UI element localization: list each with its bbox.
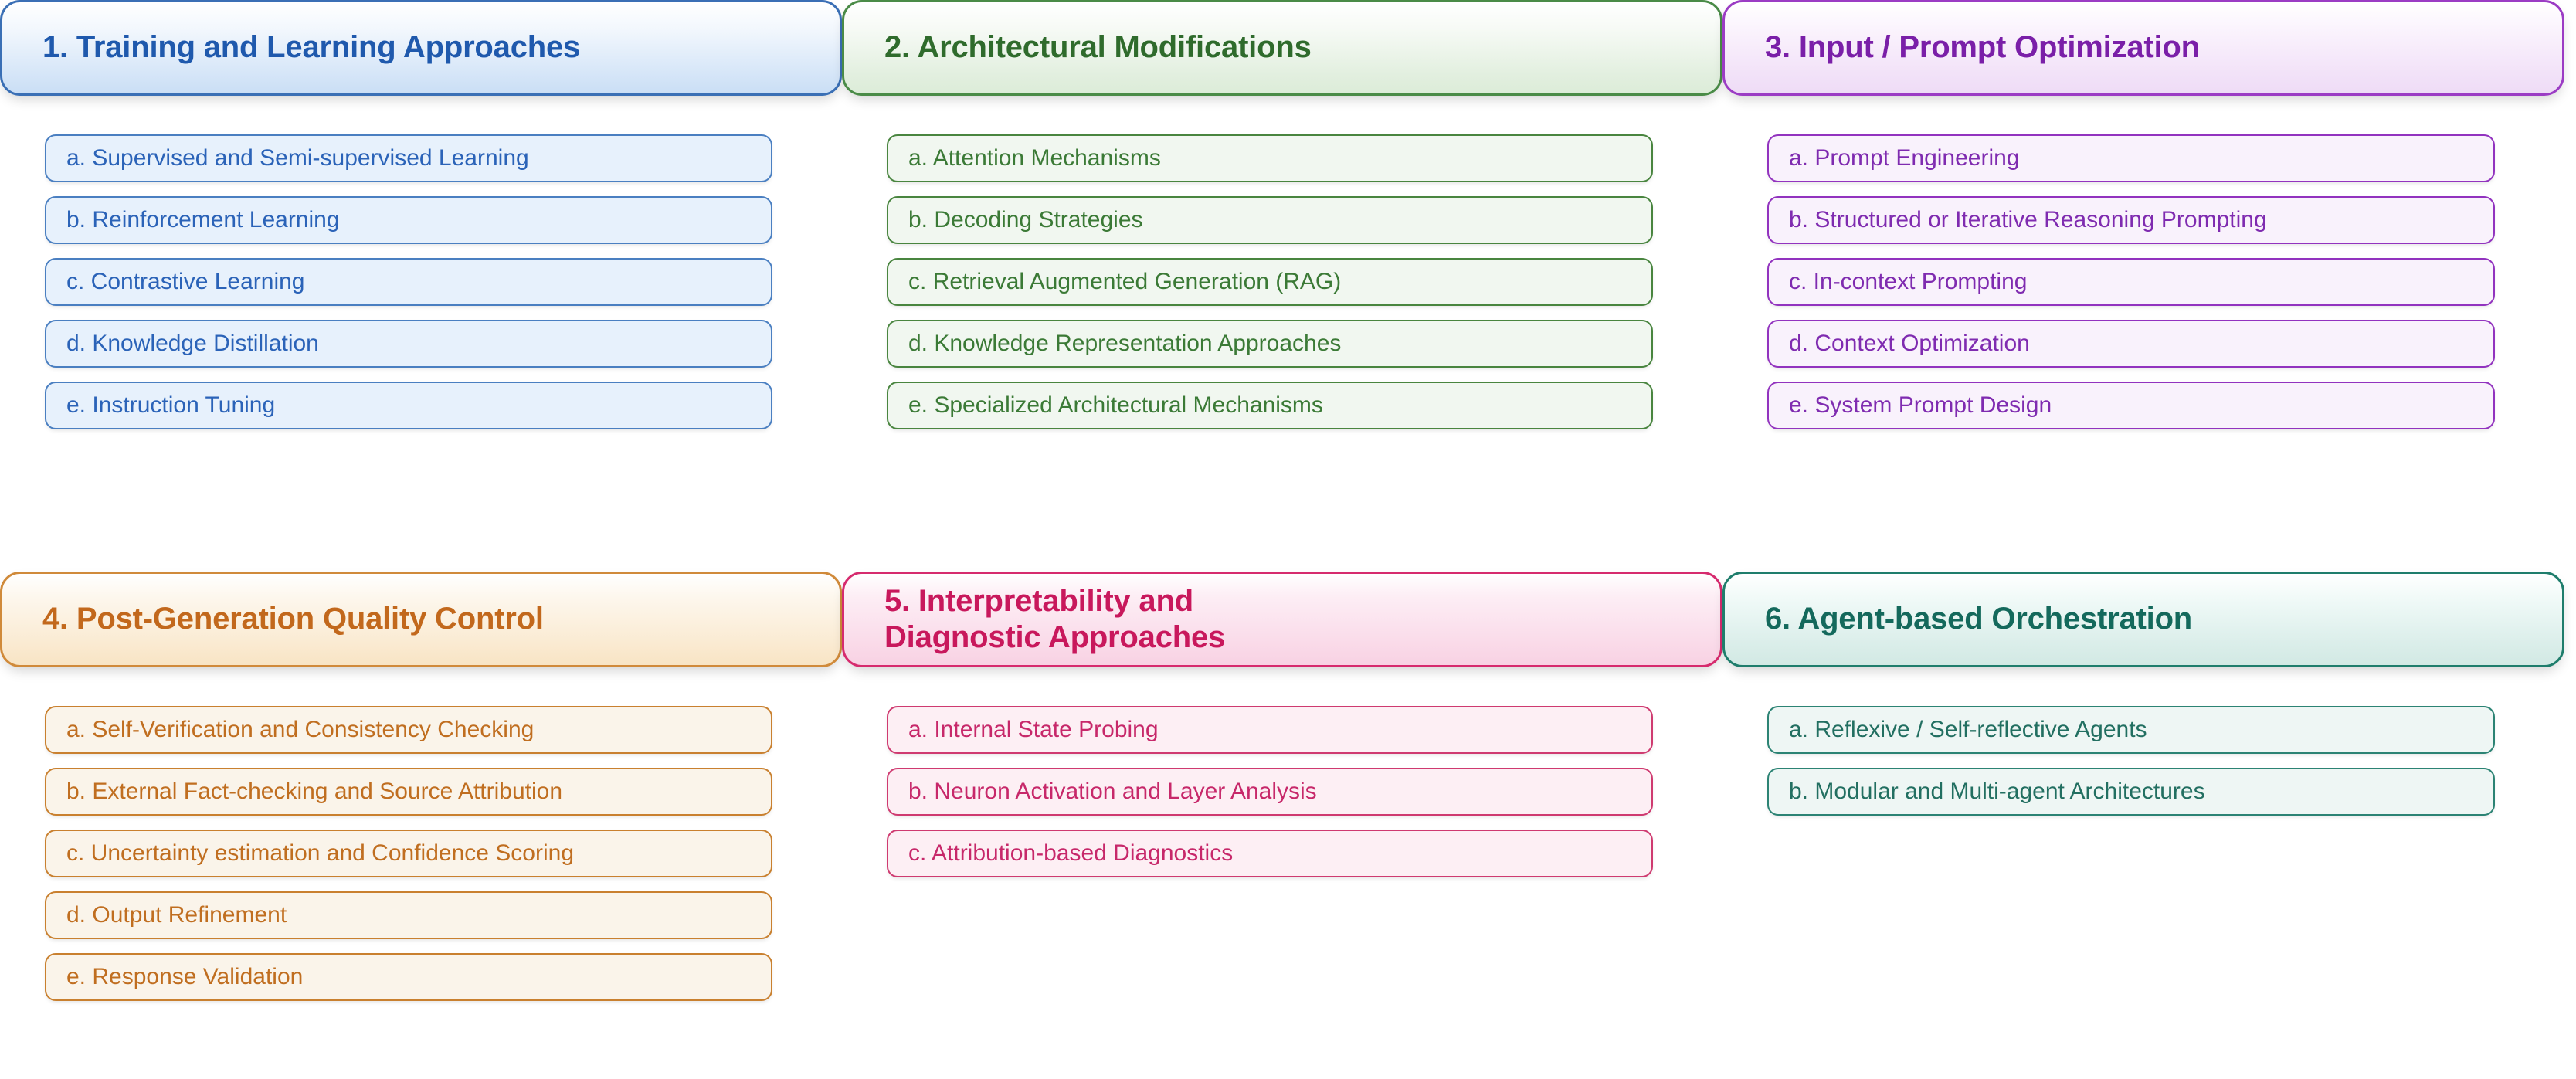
subitem-3-b[interactable]: b. Structured or Iterative Reasoning Pro… bbox=[1767, 196, 2495, 244]
category-header-6[interactable]: 6. Agent-based Orchestration bbox=[1722, 572, 2564, 667]
category-header-4[interactable]: 4. Post-Generation Quality Control bbox=[0, 572, 842, 667]
subitem-1-d[interactable]: d. Knowledge Distillation bbox=[45, 320, 772, 368]
category-title-6: 6. Agent-based Orchestration bbox=[1765, 602, 2193, 636]
category-header-5[interactable]: 5. Interpretability and Diagnostic Appro… bbox=[842, 572, 1722, 667]
category-column-training-and-learning-approaches: 1. Training and Learning Approaches a. S… bbox=[0, 0, 842, 572]
category-title-3: 3. Input / Prompt Optimization bbox=[1765, 30, 2200, 65]
subitem-list-4: a. Self-Verification and Consistency Che… bbox=[0, 706, 842, 1001]
category-title-1: 1. Training and Learning Approaches bbox=[42, 30, 581, 65]
category-title-2: 2. Architectural Modifications bbox=[884, 30, 1312, 65]
category-column-interpretability-and-diagnostic-approaches: 5. Interpretability and Diagnostic Appro… bbox=[842, 572, 1722, 1066]
subitem-6-a[interactable]: a. Reflexive / Self-reflective Agents bbox=[1767, 706, 2495, 754]
category-header-2[interactable]: 2. Architectural Modifications bbox=[842, 0, 1722, 96]
category-column-agent-based-orchestration: 6. Agent-based Orchestration a. Reflexiv… bbox=[1722, 572, 2564, 1066]
subitem-list-6: a. Reflexive / Self-reflective Agents b.… bbox=[1722, 706, 2564, 816]
subitem-4-e[interactable]: e. Response Validation bbox=[45, 953, 772, 1001]
subitem-4-d[interactable]: d. Output Refinement bbox=[45, 891, 772, 939]
subitem-6-b[interactable]: b. Modular and Multi-agent Architectures bbox=[1767, 768, 2495, 816]
subitem-2-c[interactable]: c. Retrieval Augmented Generation (RAG) bbox=[887, 258, 1653, 306]
subitem-5-b[interactable]: b. Neuron Activation and Layer Analysis bbox=[887, 768, 1653, 816]
subitem-list-1: a. Supervised and Semi-supervised Learni… bbox=[0, 134, 842, 429]
subitem-5-a[interactable]: a. Internal State Probing bbox=[887, 706, 1653, 754]
subitem-3-c[interactable]: c. In-context Prompting bbox=[1767, 258, 2495, 306]
category-column-post-generation-quality-control: 4. Post-Generation Quality Control a. Se… bbox=[0, 572, 842, 1066]
subitem-3-e[interactable]: e. System Prompt Design bbox=[1767, 382, 2495, 429]
subitem-list-2: a. Attention Mechanisms b. Decoding Stra… bbox=[842, 134, 1722, 429]
subitem-2-d[interactable]: d. Knowledge Representation Approaches bbox=[887, 320, 1653, 368]
category-header-1[interactable]: 1. Training and Learning Approaches bbox=[0, 0, 842, 96]
subitem-1-c[interactable]: c. Contrastive Learning bbox=[45, 258, 772, 306]
category-header-3[interactable]: 3. Input / Prompt Optimization bbox=[1722, 0, 2564, 96]
subitem-4-a[interactable]: a. Self-Verification and Consistency Che… bbox=[45, 706, 772, 754]
subitem-5-c[interactable]: c. Attribution-based Diagnostics bbox=[887, 830, 1653, 877]
subitem-1-b[interactable]: b. Reinforcement Learning bbox=[45, 196, 772, 244]
subitem-1-a[interactable]: a. Supervised and Semi-supervised Learni… bbox=[45, 134, 772, 182]
subitem-3-a[interactable]: a. Prompt Engineering bbox=[1767, 134, 2495, 182]
category-column-architectural-modifications: 2. Architectural Modifications a. Attent… bbox=[842, 0, 1722, 572]
subitem-list-3: a. Prompt Engineering b. Structured or I… bbox=[1722, 134, 2564, 429]
subitem-4-b[interactable]: b. External Fact-checking and Source Att… bbox=[45, 768, 772, 816]
subitem-3-d[interactable]: d. Context Optimization bbox=[1767, 320, 2495, 368]
subitem-4-c[interactable]: c. Uncertainty estimation and Confidence… bbox=[45, 830, 772, 877]
subitem-2-a[interactable]: a. Attention Mechanisms bbox=[887, 134, 1653, 182]
subitem-2-b[interactable]: b. Decoding Strategies bbox=[887, 196, 1653, 244]
subitem-list-5: a. Internal State Probing b. Neuron Acti… bbox=[842, 706, 1722, 877]
subitem-2-e[interactable]: e. Specialized Architectural Mechanisms bbox=[887, 382, 1653, 429]
subitem-1-e[interactable]: e. Instruction Tuning bbox=[45, 382, 772, 429]
category-title-5: 5. Interpretability and Diagnostic Appro… bbox=[884, 583, 1226, 654]
category-title-4: 4. Post-Generation Quality Control bbox=[42, 602, 544, 636]
category-column-input-prompt-optimization: 3. Input / Prompt Optimization a. Prompt… bbox=[1722, 0, 2564, 572]
